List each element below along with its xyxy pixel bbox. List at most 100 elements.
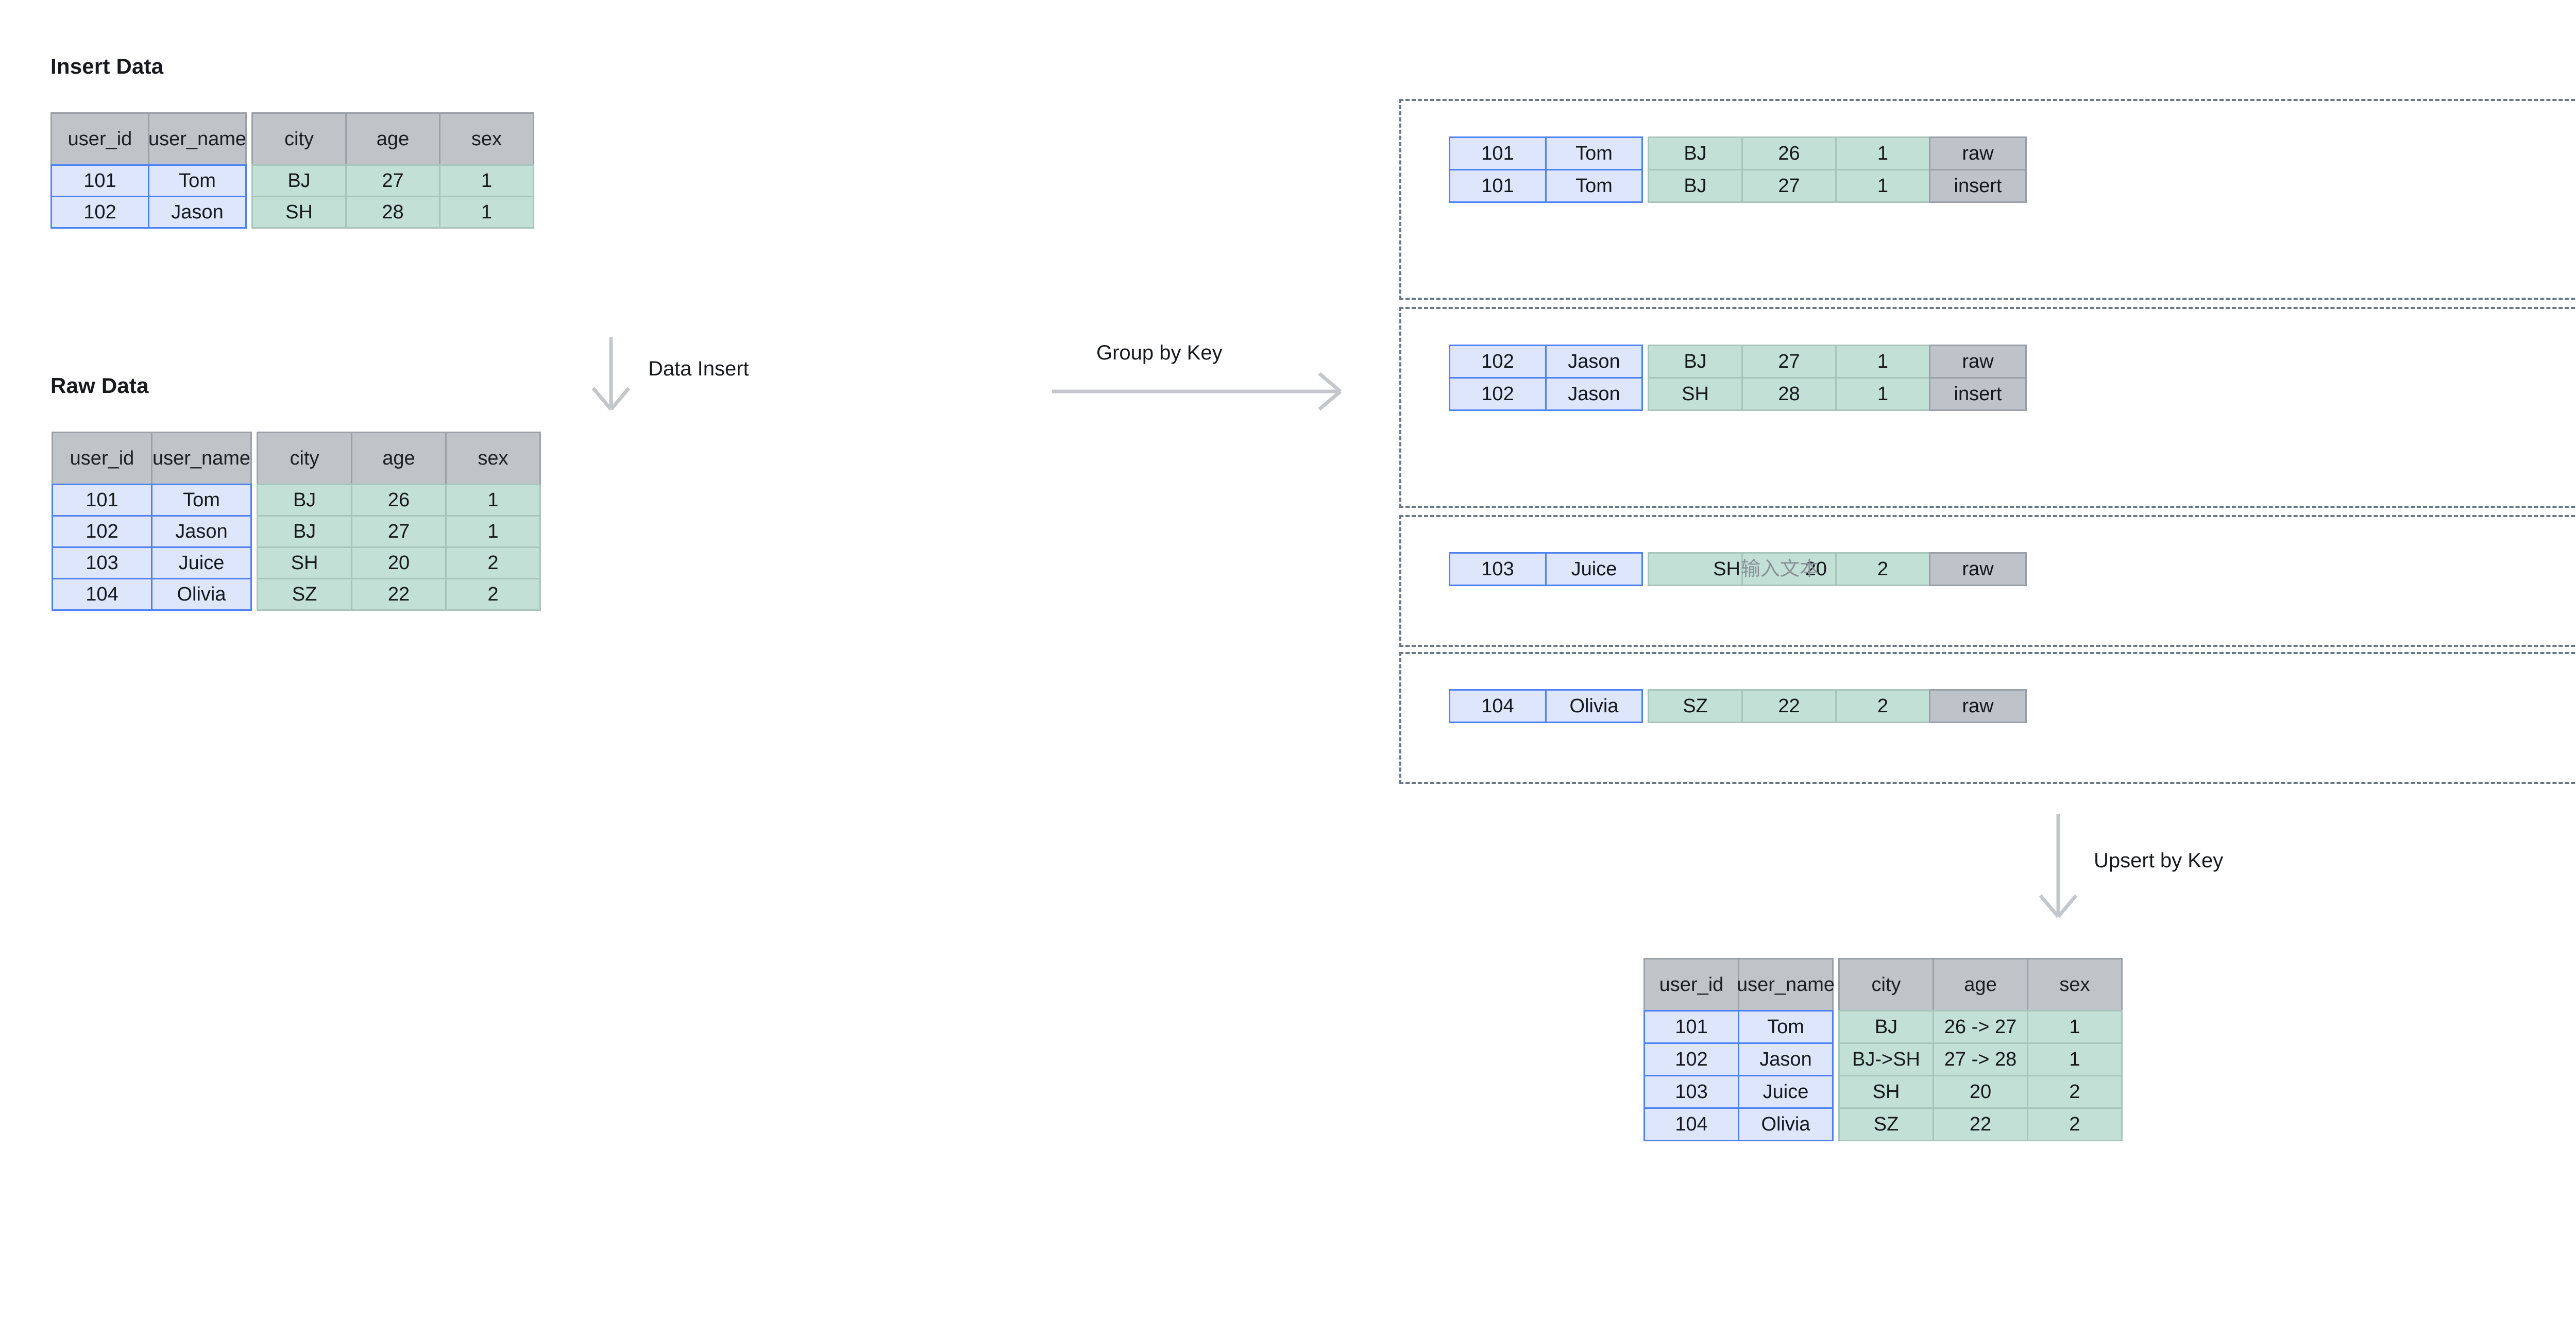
- column-header-user-id: user_id: [52, 432, 152, 485]
- cell-age: 27: [1741, 169, 1837, 203]
- insert-data-table: user_id user_name city age sex 101 Tom B…: [50, 112, 534, 229]
- row-group-gap: [1834, 1075, 1838, 1109]
- cell-user-name: Tom: [1738, 1010, 1834, 1044]
- table-row: 101 Tom BJ 26 1: [52, 484, 541, 517]
- column-header-age: age: [351, 432, 447, 485]
- table-row: 102 Jason SH 28 1: [50, 196, 534, 229]
- column-header-city: city: [257, 432, 352, 485]
- cell-city: SZ: [1648, 689, 1743, 723]
- group-box-104: [1399, 652, 2576, 784]
- column-header-sex: sex: [2027, 958, 2123, 1012]
- cell-sex: 1: [1835, 345, 1930, 379]
- table-row: 103 Juice SH 输入文本 20 2 raw: [1449, 552, 2027, 586]
- row-group-gap: [1643, 552, 1648, 586]
- row-group-gap: [1643, 345, 1648, 379]
- cell-user-id: 104: [52, 578, 152, 611]
- upsert-by-key-arrow: [2039, 814, 2078, 918]
- column-header-user-name: user_name: [148, 112, 247, 166]
- cell-user-name: Jason: [1545, 377, 1643, 411]
- cell-sex: 2: [2027, 1107, 2123, 1141]
- column-group-gap: [252, 432, 257, 485]
- table-row: 103 Juice SH 20 2: [1643, 1075, 2123, 1109]
- cell-sex: 1: [445, 484, 541, 517]
- cell-user-id: 103: [52, 546, 152, 579]
- cell-age: 输入文本 20: [1741, 552, 1837, 586]
- table-row: 104 Olivia SZ 22 2: [1643, 1107, 2123, 1141]
- group-box-102: [1399, 307, 2576, 508]
- cell-user-id: 101: [50, 164, 149, 197]
- table-row: 101 Tom BJ 26 -> 27 1: [1643, 1010, 2123, 1044]
- group-by-key-arrow-label: Group by Key: [1096, 341, 1223, 364]
- column-header-age: age: [345, 112, 440, 166]
- table-row: 102 Jason BJ->SH 27 -> 28 1: [1643, 1042, 2123, 1076]
- cell-city: BJ: [1648, 345, 1743, 379]
- cell-user-id: 102: [1449, 377, 1547, 411]
- cell-user-id: 101: [52, 484, 152, 517]
- group-box-103: [1399, 515, 2576, 647]
- column-header-city: city: [1838, 958, 1934, 1012]
- cell-sex: 1: [439, 164, 534, 197]
- cell-user-id: 102: [1449, 345, 1547, 379]
- table-row: 104 Olivia SZ 22 2: [52, 578, 541, 611]
- cell-user-id: 101: [1449, 136, 1547, 170]
- cell-sex: 2: [445, 546, 541, 579]
- cell-sex: 1: [439, 196, 534, 229]
- group-table-104: 104 Olivia SZ 22 2 raw: [1449, 689, 2027, 723]
- cell-user-name: Juice: [151, 546, 252, 579]
- cell-age: 20: [1933, 1075, 2028, 1109]
- table-header-row: user_id user_name city age sex: [1643, 958, 2123, 1012]
- cell-city: SZ: [257, 578, 352, 611]
- cell-city: SH: [1648, 377, 1743, 411]
- status-badge: insert: [1929, 377, 2027, 411]
- cell-age: 28: [345, 196, 440, 229]
- cell-age: 22: [351, 578, 447, 611]
- cell-city: BJ: [251, 164, 347, 197]
- cell-age: 27: [1741, 345, 1837, 379]
- cell-age: 26: [351, 484, 447, 517]
- column-header-user-id: user_id: [1643, 958, 1739, 1012]
- cell-city: SH: [1648, 552, 1743, 586]
- group-table-101: 101 Tom BJ 26 1 raw 101 Tom BJ 27 1 inse…: [1449, 136, 2027, 203]
- row-group-gap: [1643, 169, 1648, 203]
- column-header-city: city: [251, 112, 347, 166]
- status-badge: insert: [1929, 169, 2027, 203]
- group-by-key-arrow: [1052, 372, 1342, 411]
- table-row: 104 Olivia SZ 22 2 raw: [1449, 689, 2027, 723]
- cell-user-name: Olivia: [151, 578, 252, 611]
- cell-age: 27: [345, 164, 440, 197]
- row-group-gap: [1834, 1107, 1838, 1141]
- cell-city: SZ: [1838, 1107, 1934, 1141]
- cell-city: BJ: [1838, 1010, 1934, 1044]
- cell-city: BJ: [257, 515, 352, 548]
- upsert-by-key-arrow-label: Upsert by Key: [2094, 849, 2224, 872]
- row-group-gap: [1834, 1010, 1838, 1044]
- cell-user-name: Jason: [1545, 345, 1643, 379]
- table-row: 101 Tom BJ 26 1 raw: [1449, 136, 2027, 170]
- status-badge: raw: [1929, 345, 2027, 379]
- table-header-row: user_id user_name city age sex: [52, 432, 541, 485]
- cell-user-name: Tom: [1545, 169, 1643, 203]
- group-box-101: [1399, 99, 2576, 300]
- cell-user-name: Juice: [1545, 552, 1643, 586]
- raw-data-table: user_id user_name city age sex 101 Tom B…: [52, 432, 541, 611]
- cell-city: BJ: [1648, 169, 1743, 203]
- cell-city: SH: [251, 196, 347, 229]
- cell-sex: 1: [2027, 1010, 2123, 1044]
- cell-age: 27: [351, 515, 447, 548]
- table-row: 102 Jason BJ 27 1: [52, 515, 541, 548]
- cell-sex: 2: [1835, 552, 1930, 586]
- cell-user-id: 102: [52, 515, 152, 548]
- result-table: user_id user_name city age sex 101 Tom B…: [1643, 958, 2123, 1141]
- cell-city: BJ->SH: [1838, 1042, 1934, 1076]
- cell-user-name: Jason: [151, 515, 252, 548]
- cell-sex: 1: [1835, 169, 1930, 203]
- cell-user-id: 103: [1643, 1075, 1739, 1109]
- table-row: 103 Juice SH 20 2: [52, 546, 541, 579]
- insert-data-title: Insert Data: [50, 54, 164, 78]
- column-header-sex: sex: [445, 432, 541, 485]
- cell-user-name: Jason: [1738, 1042, 1834, 1076]
- cell-user-name: Olivia: [1738, 1107, 1834, 1141]
- row-group-gap: [1643, 136, 1648, 170]
- cell-user-id: 104: [1643, 1107, 1739, 1141]
- row-group-gap: [252, 546, 257, 579]
